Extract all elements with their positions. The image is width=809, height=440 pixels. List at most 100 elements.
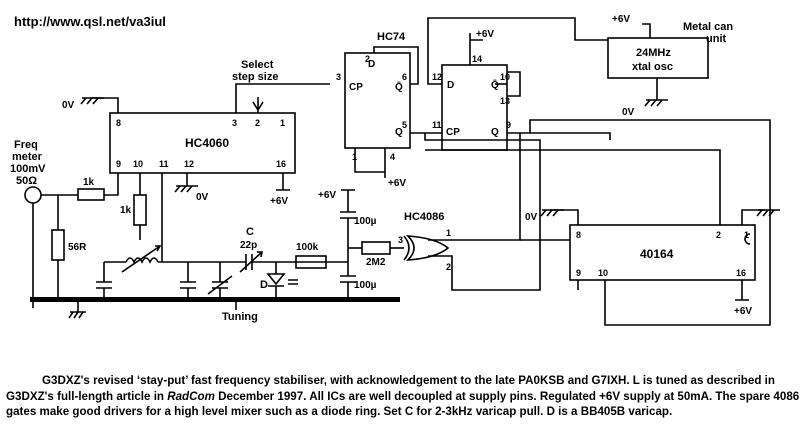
- capacitor-1: [96, 262, 112, 297]
- inductor-l: [125, 257, 159, 264]
- select-label: Select: [241, 59, 274, 71]
- ic40164-supply: [735, 280, 749, 301]
- resistor-100k-label: 100k: [296, 242, 319, 253]
- ic40164-pin1-ground: [741, 209, 765, 225]
- varicap-label: D: [260, 279, 268, 291]
- capacitor-c-arrow: [239, 251, 263, 273]
- hc4086-label: HC4086: [404, 211, 444, 223]
- svg-text:Q̄: Q̄: [395, 81, 403, 93]
- step-size-label: step size: [232, 71, 278, 83]
- ic40164-notch: [744, 233, 751, 245]
- resistor-1k-series-label: 1k: [83, 177, 95, 188]
- svg-text:2: 2: [716, 230, 721, 240]
- caption-italic: RadCom: [167, 389, 215, 403]
- ic-40164-label: 40164: [640, 247, 674, 261]
- osc-label-1: 24MHz: [636, 47, 671, 59]
- svg-text:D: D: [447, 80, 454, 91]
- ground-label-1: 0V: [62, 100, 75, 111]
- ground-symbol-4: [540, 209, 564, 217]
- caption-part-1: G3DXZ's revised ‘stay-put’ fast frequenc…: [6, 374, 775, 403]
- osc-supply: [642, 23, 651, 38]
- supply-label-1: +6V: [270, 196, 288, 207]
- supply-label-4: +6V: [612, 14, 630, 25]
- ff1-set-reset: [354, 148, 386, 178]
- svg-text:1: 1: [446, 228, 451, 238]
- resistor-1k-feedback-label: 1k: [120, 205, 132, 216]
- capacitor-2: [180, 262, 196, 297]
- xor-pin-numbers: 312: [398, 228, 451, 272]
- hc74-ff1: [344, 52, 411, 149]
- ff1-pins: D CP Q̄ Q: [349, 59, 403, 138]
- ground-symbol-2: [174, 185, 198, 193]
- pin10-loop: [604, 240, 771, 326]
- svg-text:D: D: [368, 59, 375, 70]
- figure-caption: G3DXZ's revised ‘stay-put’ fast frequenc…: [6, 373, 806, 420]
- svg-text:13: 13: [500, 96, 510, 106]
- ground-label-3: 0V: [622, 107, 635, 118]
- varicap-plates: [288, 279, 298, 285]
- q2-to-40164: [529, 119, 771, 240]
- osc-label-2: xtal osc: [632, 61, 673, 73]
- svg-text:10: 10: [133, 159, 143, 169]
- ground-symbol-rail: [68, 302, 86, 319]
- resistor-2m2: [361, 241, 391, 255]
- svg-text:11: 11: [432, 120, 442, 130]
- ff1-feedback: [373, 46, 419, 85]
- source-url: http://www.qsl.net/va3iul: [14, 14, 166, 29]
- supply-label-6: +6V: [734, 306, 752, 317]
- svg-text:10: 10: [500, 72, 510, 82]
- capacitor-trimmer: [207, 262, 233, 297]
- mv-label: 100mV: [10, 163, 46, 175]
- svg-text:Q̄: Q̄: [491, 79, 499, 91]
- meter-label: meter: [12, 151, 43, 163]
- pin3-wire: [235, 83, 330, 113]
- xtal-osc-box: [607, 37, 709, 79]
- svg-text:CP: CP: [446, 127, 460, 138]
- svg-text:Q: Q: [491, 127, 499, 138]
- cap-c-label: C: [246, 226, 254, 238]
- ohm-label: 50Ω: [16, 175, 37, 187]
- ic-40164: [569, 224, 756, 281]
- svg-text:14: 14: [472, 54, 482, 64]
- ff2-pins-tied: [507, 71, 521, 97]
- pin2-wire: [425, 149, 721, 225]
- svg-text:16: 16: [276, 159, 286, 169]
- svg-text:9: 9: [116, 159, 121, 169]
- svg-text:1: 1: [280, 118, 285, 128]
- caption-part-2: December 1997. All ICs are well decouple…: [6, 389, 800, 419]
- capacitor-100u-top: [340, 197, 356, 262]
- ground-symbol-5: [756, 209, 780, 217]
- svg-text:2: 2: [365, 54, 370, 64]
- svg-text:2: 2: [255, 118, 260, 128]
- svg-text:9: 9: [576, 268, 581, 278]
- resistor-56r-label: 56R: [68, 242, 87, 253]
- xor-input-curve: [403, 235, 410, 261]
- svg-text:11: 11: [159, 159, 169, 169]
- filter-supply: [341, 189, 355, 197]
- svg-text:3: 3: [398, 235, 403, 245]
- supply-label-3: +6V: [476, 29, 494, 40]
- hc4060-label: HC4060: [185, 136, 229, 150]
- osc-to-d-wire: [427, 17, 608, 85]
- resistor-2m2-label: 2M2: [366, 257, 386, 268]
- hc4060-supply: [276, 173, 290, 191]
- svg-text:9: 9: [506, 120, 511, 130]
- svg-text:4: 4: [390, 152, 395, 162]
- to-pin9: [104, 173, 119, 196]
- ground-rail: [30, 297, 400, 302]
- svg-text:5: 5: [402, 120, 407, 130]
- varicap-d: [266, 262, 286, 297]
- tuning-label: Tuning: [222, 311, 258, 323]
- q2-output: [507, 132, 611, 140]
- cap-100u-label-2: 100µ: [354, 280, 377, 291]
- svg-text:Q: Q: [395, 127, 403, 138]
- ic40164-ground-wire: [550, 209, 579, 225]
- ground-label-4: 0V: [525, 212, 538, 223]
- inductor-tune-arrow: [121, 245, 162, 273]
- cap-100u-label-1: 100µ: [354, 216, 377, 227]
- metal-can-label: Metal can: [683, 21, 733, 33]
